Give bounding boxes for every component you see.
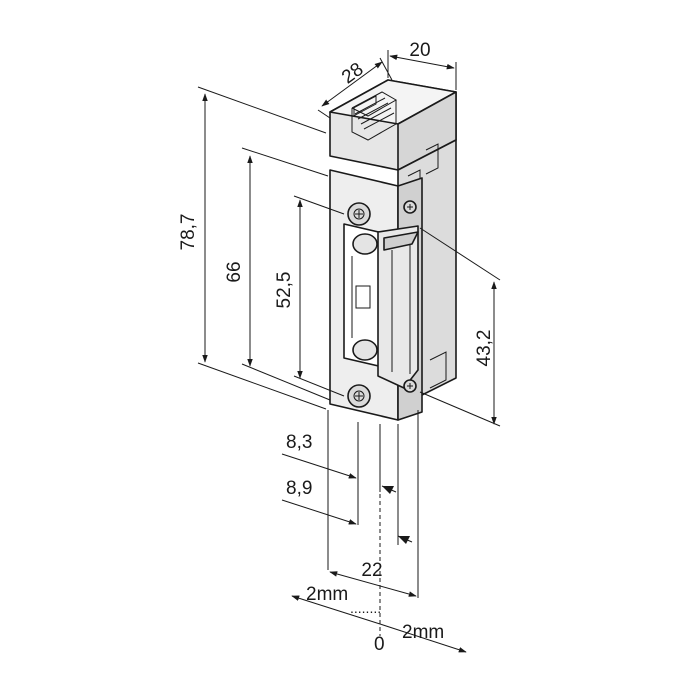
dim-latch-height: 43,2 <box>419 227 501 427</box>
side-screw-top-icon <box>403 200 417 214</box>
label-offset-a: 8,3 <box>286 432 312 453</box>
dim-body-height: 52,5 <box>274 195 345 397</box>
dim-offset-b: 8,9 <box>281 478 413 544</box>
label-offset-b: 8,9 <box>286 478 312 499</box>
dim-adjustment: 2mm ........ 2mm 0 <box>291 584 467 655</box>
label-width-top: 20 <box>409 40 430 61</box>
latch-rollers <box>351 233 378 361</box>
label-adjust-right: 2mm <box>402 622 444 643</box>
label-adjust-dots: ........ <box>350 600 381 616</box>
label-faceplate-width: 22 <box>361 560 382 581</box>
latch-top <box>383 231 419 251</box>
label-overall-height: 78,7 <box>178 214 199 251</box>
label-adjust-left: 2mm <box>306 584 348 605</box>
top-screw-icon <box>347 202 371 226</box>
dim-faceplate-height: 66 <box>224 147 331 401</box>
dim-offset-a: 8,3 <box>281 432 397 494</box>
label-faceplate-height: 66 <box>224 261 245 282</box>
dim-faceplate-width: 22 <box>329 560 417 597</box>
bottom-extension-lines <box>327 410 419 636</box>
side-screw-bottom-icon <box>403 379 417 393</box>
dim-width-top: 20 <box>387 40 457 90</box>
label-latch-height: 43,2 <box>474 330 495 367</box>
latch <box>377 225 419 389</box>
label-adjust-zero: 0 <box>374 634 385 655</box>
electric-strike-body <box>329 79 457 421</box>
dim-overall-height: 78,7 <box>178 86 327 410</box>
bottom-screw-icon <box>347 384 371 408</box>
label-depth-top: 28 <box>338 59 367 88</box>
label-body-height: 52,5 <box>274 272 295 309</box>
